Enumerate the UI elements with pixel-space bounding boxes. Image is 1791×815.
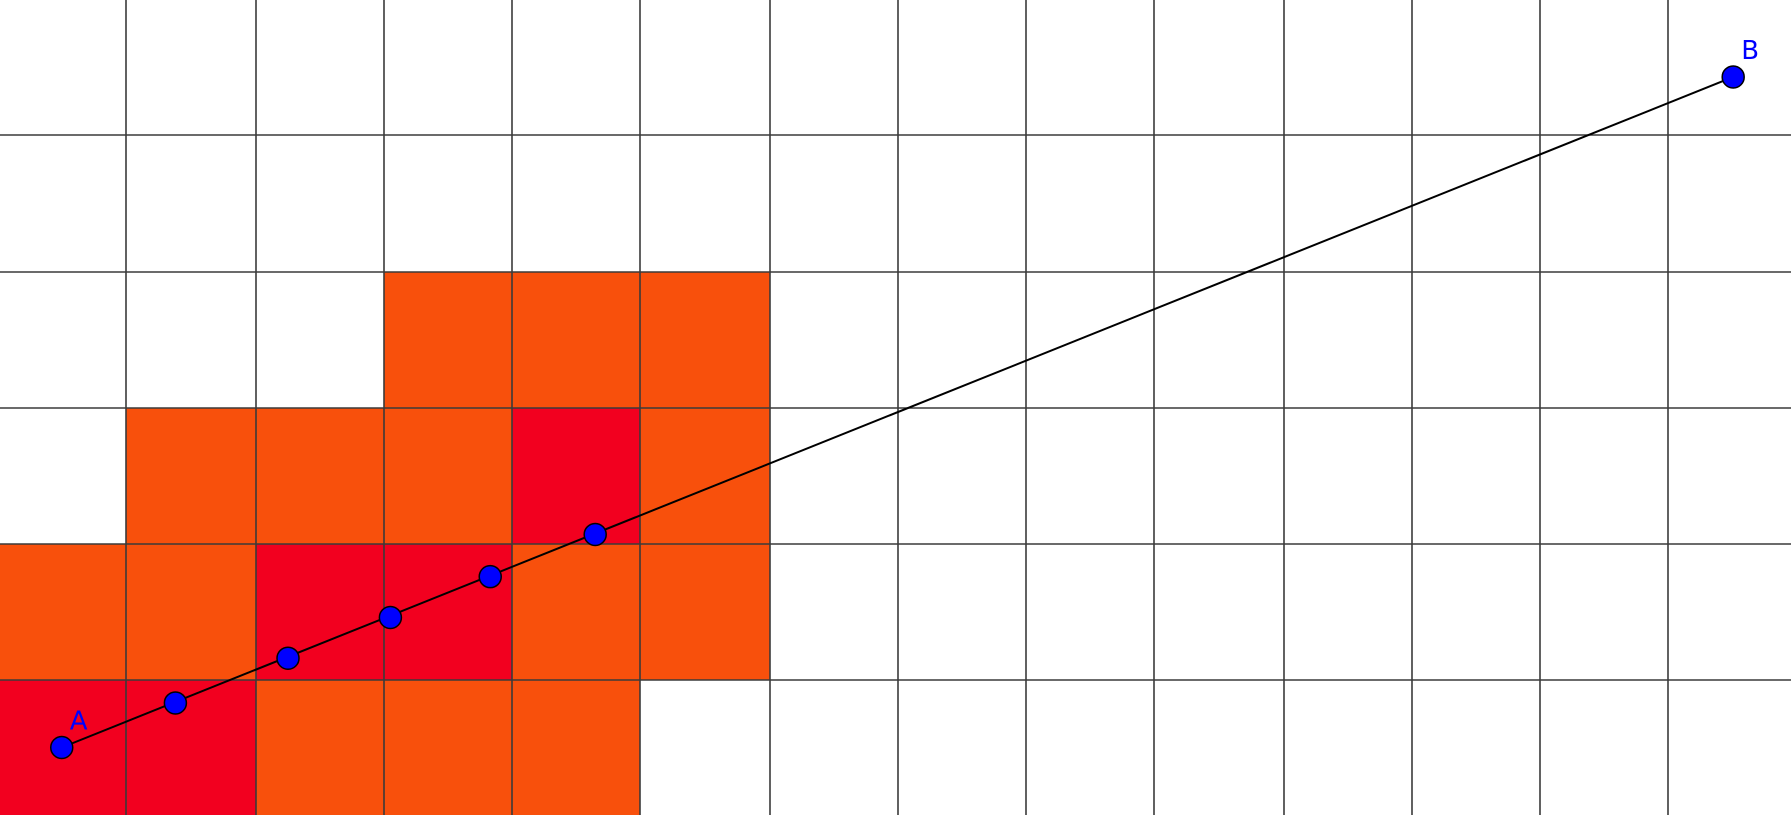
orange-cell bbox=[384, 272, 512, 408]
orange-cell bbox=[640, 408, 770, 544]
orange-cell bbox=[512, 680, 640, 815]
orange-cell bbox=[640, 272, 770, 408]
line-segment-ab bbox=[61, 76, 1734, 749]
orange-cell bbox=[640, 544, 770, 680]
intermediate-point bbox=[583, 522, 607, 547]
red-cell bbox=[256, 544, 384, 680]
point-labels: AB bbox=[70, 36, 1759, 737]
orange-cell bbox=[256, 680, 384, 815]
segment-ab bbox=[61, 76, 1734, 749]
point-label-a: A bbox=[70, 707, 88, 737]
point-b bbox=[1721, 65, 1745, 89]
orange-cell bbox=[512, 272, 640, 408]
intermediate-point bbox=[378, 605, 403, 630]
filled-cells bbox=[0, 272, 770, 815]
points bbox=[49, 65, 1745, 760]
orange-cell bbox=[256, 408, 384, 544]
orange-cell bbox=[384, 408, 512, 544]
red-cell bbox=[384, 544, 512, 680]
orange-cell bbox=[512, 544, 640, 680]
point-label-b: B bbox=[1741, 36, 1759, 66]
orange-cell bbox=[126, 544, 256, 680]
red-cell bbox=[126, 680, 256, 815]
point-a bbox=[49, 735, 74, 760]
intermediate-point bbox=[478, 564, 502, 589]
intermediate-point bbox=[163, 691, 188, 715]
orange-cell bbox=[126, 408, 256, 544]
orange-cell bbox=[0, 544, 126, 680]
intermediate-point bbox=[276, 646, 300, 670]
red-cell bbox=[512, 408, 640, 544]
orange-cell bbox=[384, 680, 512, 815]
